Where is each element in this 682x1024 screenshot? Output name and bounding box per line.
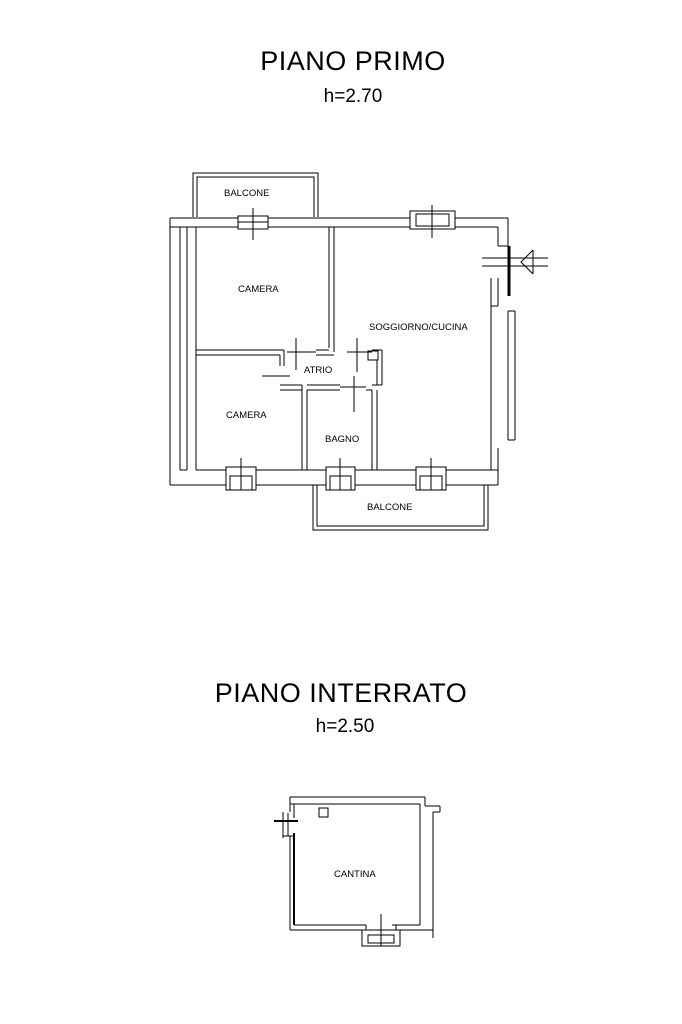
window-bagno-bottom	[325, 458, 356, 491]
balcony-bottom	[312, 485, 489, 531]
exterior-wall-right	[490, 218, 516, 485]
vent-square	[318, 807, 329, 818]
exterior-wall-bottom	[196, 469, 498, 486]
window-camera-top	[237, 208, 269, 240]
interior-walls	[195, 227, 383, 470]
cantina-walls	[282, 796, 441, 938]
basement-plan: CANTINA	[274, 796, 441, 947]
room-label-bagno: BAGNO	[325, 434, 359, 445]
room-label-camera-1: CAMERA	[238, 284, 279, 295]
entrance-door	[482, 245, 548, 296]
interior-doors	[262, 338, 372, 412]
window-camera-bottom	[225, 458, 257, 491]
balcony-top	[192, 172, 319, 217]
window-soggiorno-top	[409, 205, 456, 238]
cantina-door	[274, 813, 298, 837]
first-floor-title: PIANO PRIMO	[260, 46, 446, 76]
basement-title: PIANO INTERRATO	[214, 678, 468, 708]
room-label-cantina: CANTINA	[334, 869, 376, 880]
cantina-window	[361, 914, 401, 947]
exterior-wall-left	[169, 227, 226, 486]
exterior-wall-top	[169, 217, 508, 228]
room-label-balcone-bottom: BALCONE	[367, 502, 412, 513]
room-label-soggiorno-cucina: SOGGIORNO/CUCINA	[369, 322, 468, 333]
basement-height: h=2.50	[315, 716, 375, 737]
room-label-atrio: ATRIO	[304, 365, 332, 376]
first-floor-height: h=2.70	[323, 86, 383, 107]
room-label-balcone-top: BALCONE	[224, 188, 269, 199]
window-soggiorno-bottom	[415, 458, 447, 491]
first-floor-plan: BALCONE CAMERA SOGGIORNO/CUCINA ATRIO CA…	[169, 172, 548, 531]
room-label-camera-2: CAMERA	[226, 410, 267, 421]
